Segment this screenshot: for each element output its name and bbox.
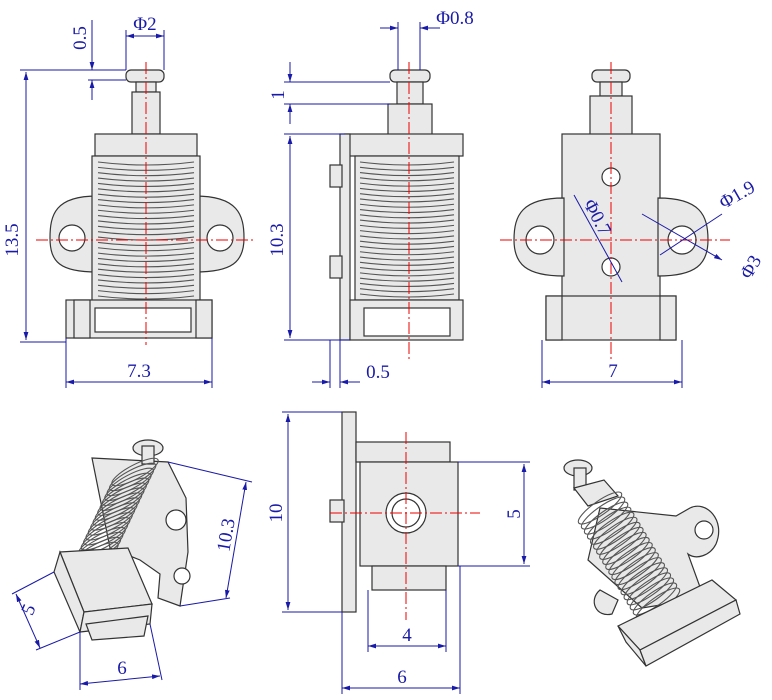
- front-width-label: 7.3: [127, 361, 151, 382]
- front-plunger-dia-label: Φ2: [133, 14, 156, 35]
- iso-coil: [71, 457, 159, 571]
- coil-turn: [605, 536, 650, 571]
- coil-turn: [359, 267, 455, 272]
- front-height-label: 13.5: [2, 223, 23, 256]
- top-width-label: 6: [397, 667, 407, 688]
- front-top-gap-label: 0.5: [70, 26, 91, 50]
- coil-turn: [626, 572, 672, 606]
- front-view: 13.5 0.5 Φ2 7.3: [2, 14, 255, 388]
- coil-turn: [359, 256, 455, 261]
- coil-turn: [83, 517, 131, 546]
- coil-turn: [359, 193, 455, 198]
- coil-turn: [359, 277, 455, 282]
- coil-turn: [106, 467, 155, 497]
- coil-turn: [359, 187, 455, 192]
- coil-turn: [599, 526, 644, 560]
- coil-turn: [92, 497, 140, 526]
- top-view: 10 5 4 6: [266, 411, 530, 694]
- coil-turn: [97, 487, 145, 516]
- coil-turn: [359, 235, 455, 240]
- coil-turn: [593, 516, 638, 550]
- coil-turn: [629, 577, 675, 611]
- coil-turn: [94, 492, 143, 521]
- coil-turn: [608, 541, 653, 576]
- coil-turn: [359, 219, 455, 224]
- coil-turn: [359, 224, 455, 229]
- coil-turn: [359, 293, 455, 298]
- coil-turn: [359, 172, 455, 177]
- coil-turn: [614, 552, 659, 586]
- back-hole-big-label: Φ3: [736, 252, 766, 283]
- coil-turn: [359, 272, 455, 277]
- coil-turn: [359, 182, 455, 187]
- back-hole-mid-label: Φ1.9: [716, 177, 759, 214]
- iso-right-view: [563, 459, 741, 667]
- coil-turn: [97, 231, 195, 236]
- coil-turn: [359, 230, 455, 235]
- coil-turn: [97, 172, 195, 177]
- coil-turn: [359, 208, 455, 214]
- coil-turn: [632, 582, 678, 616]
- iso-left-view: 10.3 5 6: [11, 439, 253, 690]
- coil-turn: [359, 282, 455, 287]
- coil-turn: [111, 457, 159, 487]
- coil-turn: [85, 512, 133, 541]
- iso-depth-label: 5: [17, 601, 40, 618]
- coil-turn: [577, 491, 623, 525]
- iso-width-label: 6: [117, 658, 127, 679]
- coil-turn: [359, 166, 455, 171]
- coil-turn: [87, 507, 136, 536]
- coil-turn: [596, 521, 641, 555]
- side-step-label: 1: [268, 90, 289, 100]
- coil-turn: [583, 501, 629, 535]
- coil-turn: [80, 522, 129, 551]
- iso-height-label: 10.3: [213, 517, 239, 553]
- coil-turn: [359, 203, 455, 208]
- top-body-label: 5: [504, 509, 525, 519]
- coil-turn: [620, 562, 665, 596]
- coil-turn: [359, 161, 455, 166]
- coil-turn: [623, 567, 669, 601]
- coil-turn: [97, 252, 195, 257]
- coil-turn: [104, 472, 152, 502]
- coil-turn: [99, 482, 147, 511]
- coil-turn: [602, 531, 647, 565]
- coil-turn: [101, 477, 150, 506]
- back-view: Φ0.7 Φ1.9 Φ3 7: [500, 62, 766, 388]
- coil-turn: [108, 462, 157, 492]
- coil-turn: [359, 240, 455, 245]
- coil-turn: [586, 506, 632, 540]
- coil-turn: [617, 557, 662, 591]
- top-inner-label: 4: [402, 625, 412, 646]
- coil-turn: [611, 547, 656, 581]
- side-plate-label: 0.5: [366, 362, 390, 383]
- coil-turn: [359, 261, 455, 266]
- coil-turn: [359, 214, 455, 219]
- top-height-label: 10: [266, 504, 287, 523]
- coil-turn: [359, 288, 455, 293]
- coil-turn: [359, 251, 455, 256]
- coil-turn: [97, 177, 195, 182]
- side-body-height-label: 10.3: [267, 223, 288, 256]
- side-pin-dia-label: Φ0.8: [436, 8, 474, 29]
- coil-turn: [580, 496, 626, 530]
- side-coil: [359, 161, 455, 298]
- coil-turn: [97, 257, 195, 263]
- coil-turn: [359, 177, 455, 182]
- coil-turn: [90, 502, 138, 531]
- coil-turn: [359, 245, 455, 251]
- side-view: Φ0.8 1 10.3 0.5: [267, 8, 474, 388]
- coil-turn: [359, 198, 455, 203]
- coil-turn: [589, 511, 635, 545]
- back-width-label: 7: [608, 361, 618, 382]
